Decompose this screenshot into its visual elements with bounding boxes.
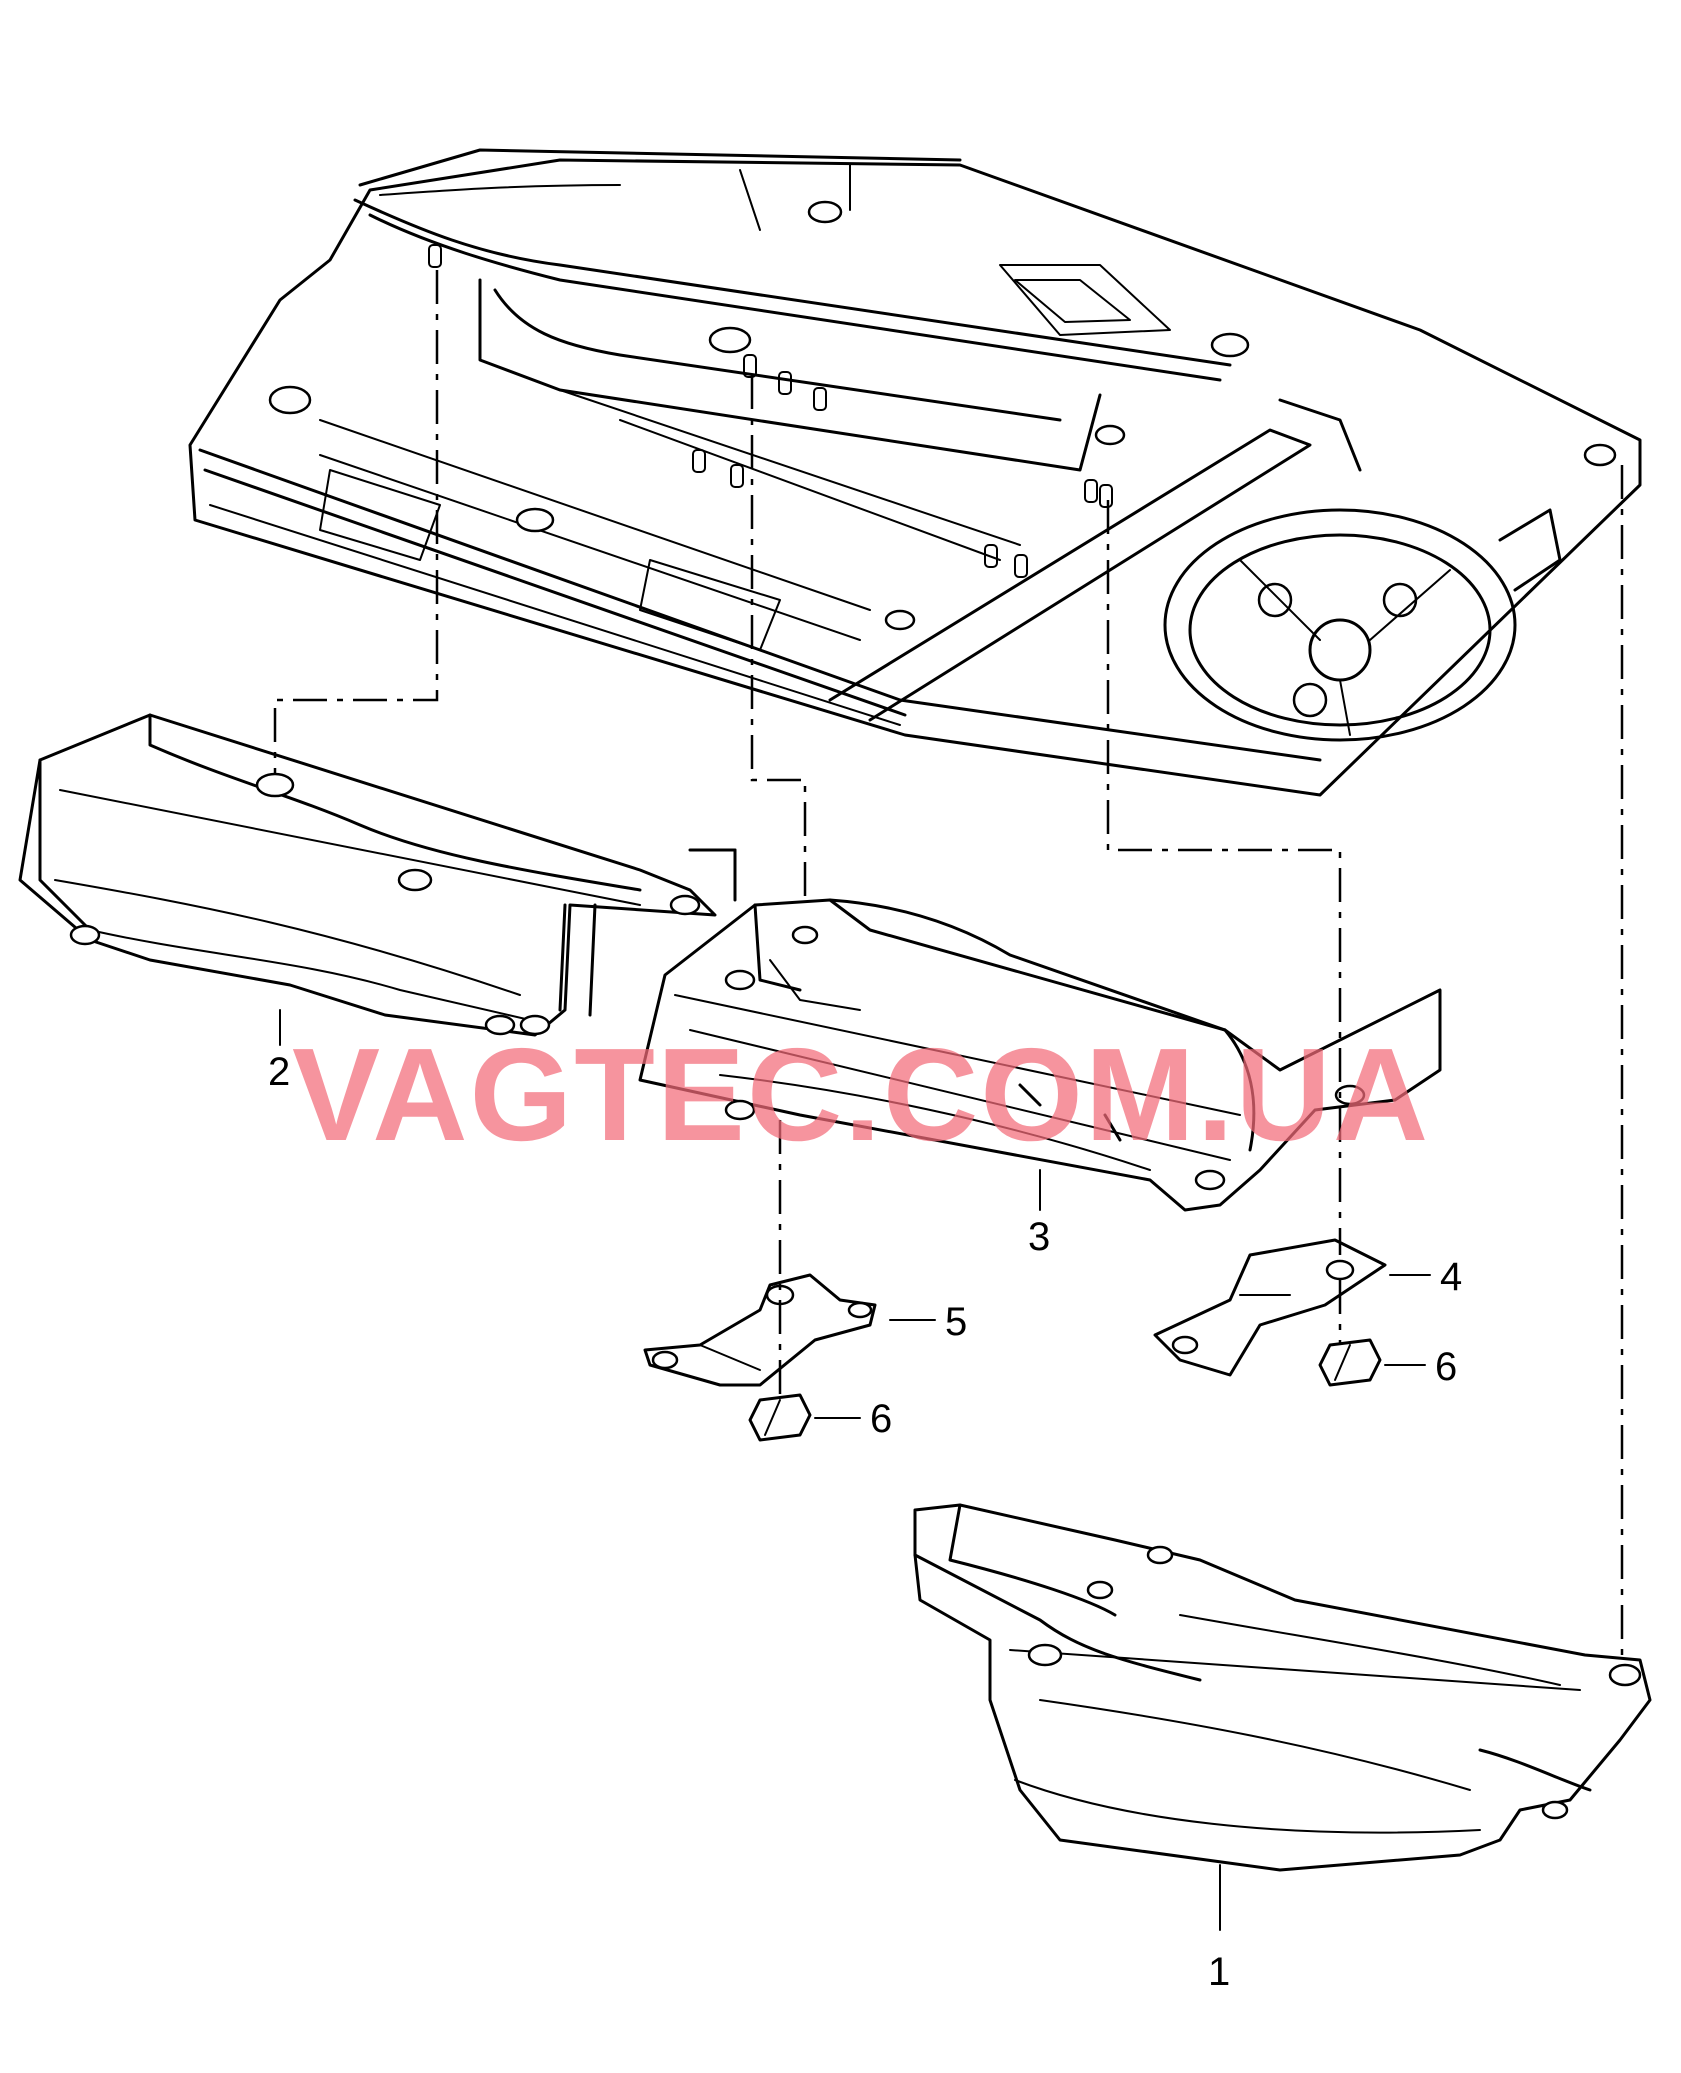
callout-leaders bbox=[279, 1009, 1431, 1931]
spare-wheel-well bbox=[1163, 508, 1562, 742]
callout-3: 3 bbox=[1028, 1215, 1050, 1259]
underbody-floor-pan bbox=[188, 148, 1642, 797]
watermark-text: VAGTEC.COM.UA bbox=[292, 1021, 1430, 1168]
callout-labels: 1 2 3 4 5 6 6 bbox=[268, 1050, 1462, 1994]
heat-shield-front bbox=[18, 713, 737, 1037]
callout-5: 5 bbox=[945, 1300, 967, 1344]
flange-nut-right bbox=[1318, 1338, 1382, 1387]
callout-4: 4 bbox=[1440, 1255, 1462, 1299]
callout-6-right: 6 bbox=[1435, 1345, 1457, 1389]
callout-6-left: 6 bbox=[870, 1397, 892, 1441]
heat-shield-rear bbox=[913, 1503, 1652, 1872]
heat-shield-center bbox=[638, 898, 1442, 1212]
bracket-right bbox=[1153, 1238, 1387, 1377]
callout-2: 2 bbox=[268, 1050, 290, 1094]
bracket-left bbox=[643, 1273, 877, 1387]
flange-nut-left bbox=[748, 1393, 812, 1442]
callout-1: 1 bbox=[1208, 1950, 1230, 1994]
assembly-lines bbox=[273, 270, 1624, 1660]
